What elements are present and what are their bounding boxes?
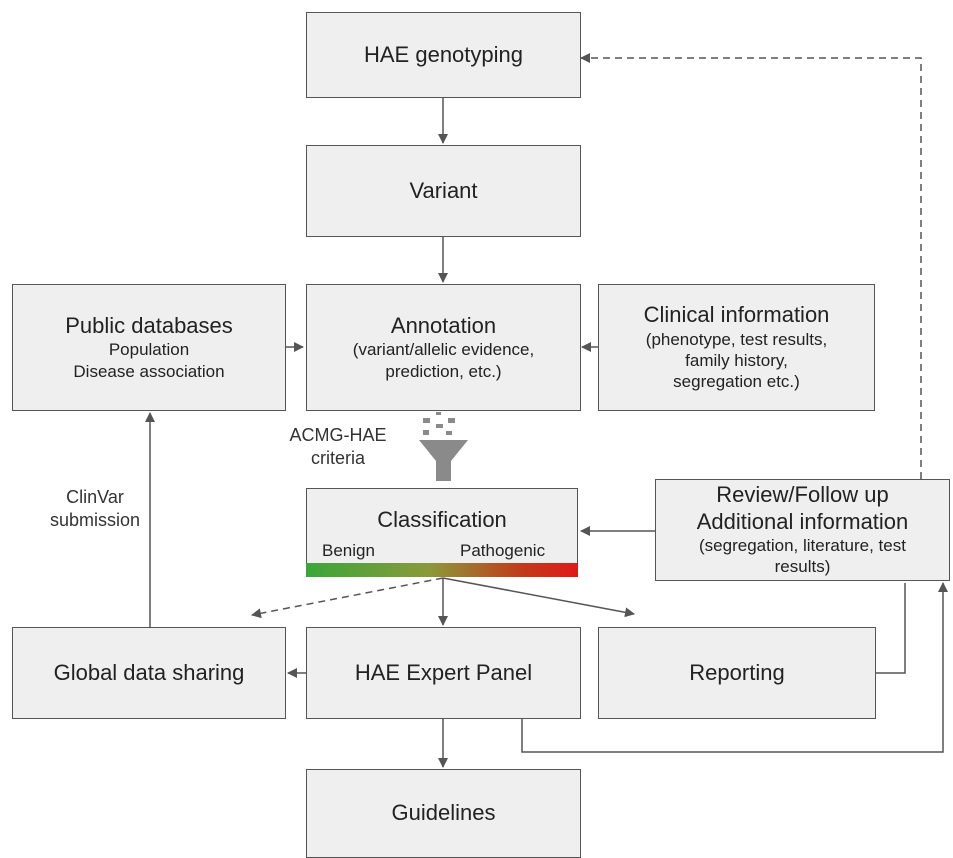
- clinical-information-line: family history,: [685, 351, 788, 371]
- variant-box: Variant: [306, 145, 581, 237]
- hae-genotyping-box: HAE genotyping: [306, 12, 581, 98]
- public-databases-title: Public databases: [65, 313, 233, 339]
- annotation-box: Annotation (variant/allelic evidence, pr…: [306, 284, 581, 411]
- benign-pathogenic-gradient-bar: [306, 563, 578, 577]
- variant-title: Variant: [409, 177, 478, 203]
- guidelines-box: Guidelines: [306, 769, 581, 858]
- arrow-reporting-to-review: [876, 583, 906, 674]
- annotation-line: prediction, etc.): [385, 361, 502, 381]
- reporting-box: Reporting: [598, 627, 876, 719]
- acmg-hae-criteria-label: ACMG-HAE criteria: [273, 424, 403, 471]
- public-databases-line: Population: [108, 340, 190, 360]
- clinical-information-line: segregation etc.): [673, 372, 800, 392]
- review-title-line: Additional information: [696, 508, 909, 534]
- guidelines-title: Guidelines: [391, 800, 496, 826]
- review-detail-line: (segregation, literature, test: [699, 536, 906, 556]
- arrow-expert-panel-to-review: [521, 582, 948, 753]
- public-databases-box: Public databases Population Disease asso…: [12, 284, 286, 411]
- arrow-classification-to-reporting: [442, 577, 635, 618]
- reporting-title: Reporting: [689, 659, 785, 685]
- public-databases-line: Disease association: [73, 361, 225, 381]
- classification-title: Classification: [377, 507, 507, 532]
- annotation-title: Annotation: [390, 313, 497, 339]
- funnel-filter-icon: [419, 412, 468, 481]
- review-detail-line: results): [774, 557, 831, 577]
- clinical-information-title: Clinical information: [643, 302, 830, 328]
- hae-genotyping-title: HAE genotyping: [364, 41, 523, 67]
- global-data-sharing-box: Global data sharing: [12, 627, 286, 719]
- hae-expert-panel-box: HAE Expert Panel: [306, 627, 581, 719]
- annotation-line: (variant/allelic evidence,: [352, 340, 535, 360]
- global-data-sharing-title: Global data sharing: [53, 659, 245, 685]
- review-title-line: Review/Follow up: [716, 482, 889, 508]
- clinvar-label-line: ClinVar: [66, 487, 124, 507]
- arrow-classification-to-sharing: [251, 577, 444, 619]
- arrow-review-to-genotyping: [580, 53, 922, 479]
- clinical-information-box: Clinical information (phenotype, test re…: [598, 284, 875, 411]
- review-follow-up-box: Review/Follow up Additional information …: [655, 479, 950, 581]
- acmg-label-line: ACMG-HAE: [289, 425, 387, 445]
- benign-label: Benign: [322, 541, 375, 560]
- clinvar-label-line: submission: [49, 510, 141, 531]
- hae-expert-panel-title: HAE Expert Panel: [354, 659, 533, 685]
- pathogenic-label: Pathogenic: [460, 541, 546, 560]
- clinvar-submission-label: ClinVar submission: [45, 486, 145, 533]
- acmg-label-line: criteria: [310, 448, 365, 469]
- clinical-information-line: (phenotype, test results,: [645, 329, 828, 349]
